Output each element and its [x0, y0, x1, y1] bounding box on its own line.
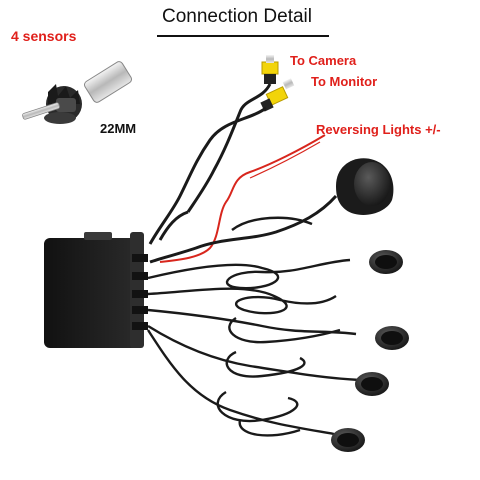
to-camera-label: To Camera	[290, 53, 357, 68]
buzzer	[149, 158, 394, 264]
camera-rca-connector	[261, 55, 279, 84]
parking-sensor	[369, 250, 403, 274]
reversing-lights-label: Reversing Lights +/-	[316, 122, 441, 137]
parking-sensor	[355, 372, 389, 396]
to-monitor-label: To Monitor	[311, 74, 378, 89]
hole-saw-drill-bit-icon	[22, 61, 133, 124]
parking-sensor	[331, 428, 365, 452]
title-underline	[157, 35, 329, 37]
page-title: Connection Detail	[162, 6, 312, 27]
control-box	[44, 232, 148, 348]
drill-size-label: 22MM	[100, 121, 137, 136]
sensor-count-label: 4 sensors	[11, 28, 77, 44]
parking-sensor	[375, 326, 409, 350]
